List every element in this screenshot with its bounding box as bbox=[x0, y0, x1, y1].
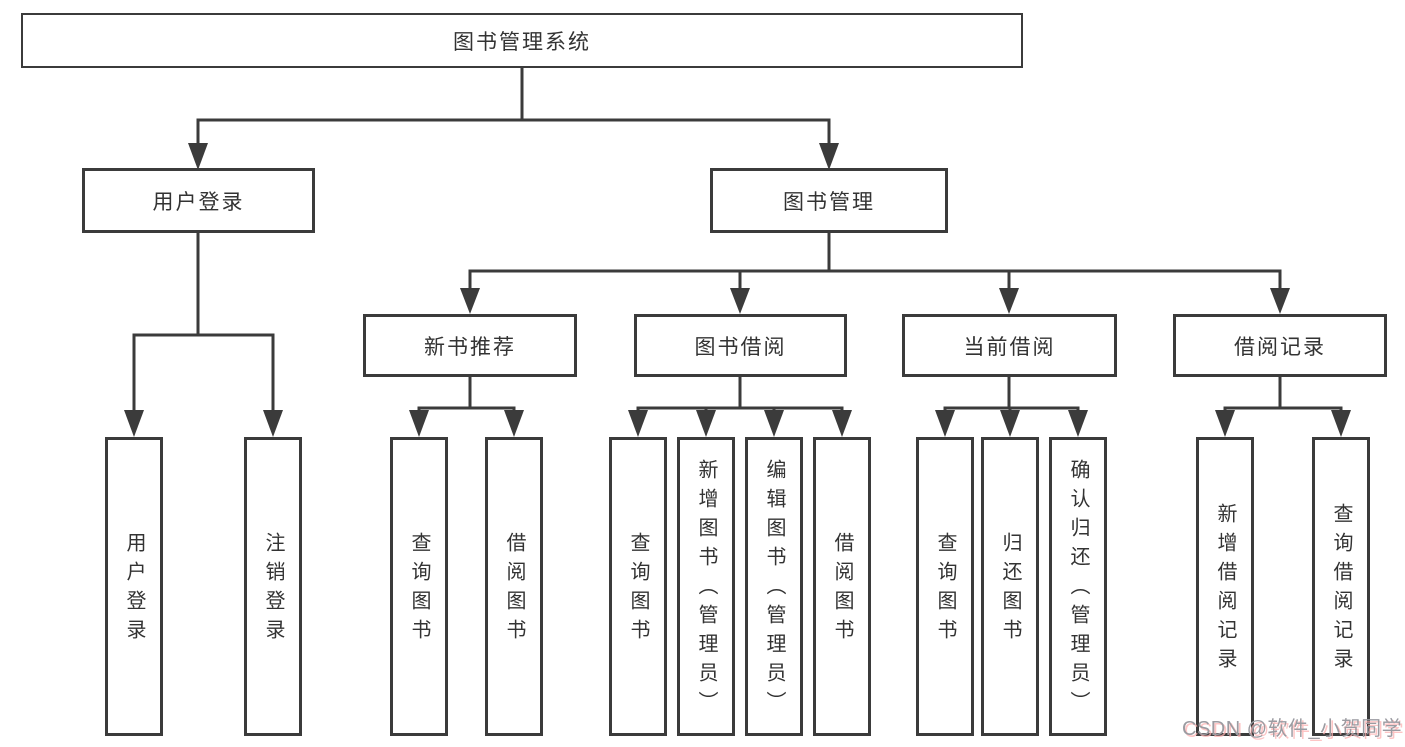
node-new-book-recommend: 新书推荐 bbox=[363, 314, 577, 377]
leaf-label: 查询图书 bbox=[408, 531, 430, 648]
watermark-text: CSDN @软件_小贺同学 bbox=[1182, 718, 1403, 740]
node-book-management: 图书管理 bbox=[710, 168, 948, 233]
leaf-edit-books-admin: 编辑图书（管理员） bbox=[745, 437, 803, 736]
leaf-label: 新增图书（管理员） bbox=[695, 459, 717, 720]
node-label: 图书借阅 bbox=[694, 335, 787, 359]
connector-user-login-to-leaves bbox=[124, 233, 283, 437]
connector-new-book-recommend-to-leaves bbox=[409, 377, 524, 437]
leaf-logout: 注销登录 bbox=[244, 437, 302, 736]
node-label: 图书管理系统 bbox=[453, 30, 591, 54]
node-label: 新书推荐 bbox=[424, 335, 516, 359]
leaf-confirm-return-admin: 确认归还（管理员） bbox=[1049, 437, 1107, 736]
leaf-recommend-borrow-books: 借阅图书 bbox=[485, 437, 543, 736]
leaf-label: 编辑图书（管理员） bbox=[763, 459, 785, 720]
node-label: 借阅记录 bbox=[1234, 335, 1326, 359]
connector-book-borrow-to-leaves bbox=[628, 377, 852, 437]
connector-root-to-level2 bbox=[188, 68, 839, 170]
leaf-add-borrow-record: 新增借阅记录 bbox=[1196, 437, 1254, 736]
node-user-login: 用户登录 bbox=[82, 168, 315, 233]
node-label: 用户登录 bbox=[152, 190, 245, 214]
leaf-label: 查询图书 bbox=[934, 531, 956, 648]
leaf-label: 用户登录 bbox=[123, 531, 145, 648]
leaf-label: 归还图书 bbox=[999, 531, 1021, 648]
node-current-borrow: 当前借阅 bbox=[902, 314, 1117, 377]
leaf-label: 借阅图书 bbox=[503, 531, 525, 648]
leaf-user-login: 用户登录 bbox=[105, 437, 163, 736]
leaf-recommend-query-books: 查询图书 bbox=[390, 437, 448, 736]
connector-book-management-to-level3 bbox=[460, 233, 1290, 314]
leaf-label: 借阅图书 bbox=[831, 531, 853, 648]
connector-borrow-records-to-leaves bbox=[1215, 377, 1351, 437]
leaf-add-books-admin: 新增图书（管理员） bbox=[677, 437, 735, 736]
node-book-borrow: 图书借阅 bbox=[634, 314, 847, 377]
leaf-label: 查询借阅记录 bbox=[1330, 502, 1352, 677]
node-root-library-management-system: 图书管理系统 bbox=[21, 13, 1023, 68]
leaf-label: 确认归还（管理员） bbox=[1067, 459, 1089, 720]
leaf-current-query-books: 查询图书 bbox=[916, 437, 974, 736]
connector-current-borrow-to-leaves bbox=[935, 377, 1088, 437]
leaf-borrow-books: 借阅图书 bbox=[813, 437, 871, 736]
node-borrow-records: 借阅记录 bbox=[1173, 314, 1387, 377]
leaf-borrow-query-books: 查询图书 bbox=[609, 437, 667, 736]
leaf-label: 注销登录 bbox=[262, 531, 284, 648]
leaf-label: 查询图书 bbox=[627, 531, 649, 648]
leaf-return-books: 归还图书 bbox=[981, 437, 1039, 736]
leaf-label: 新增借阅记录 bbox=[1214, 502, 1236, 677]
leaf-query-borrow-record: 查询借阅记录 bbox=[1312, 437, 1370, 736]
node-label: 当前借阅 bbox=[963, 335, 1056, 359]
node-label: 图书管理 bbox=[783, 190, 875, 214]
